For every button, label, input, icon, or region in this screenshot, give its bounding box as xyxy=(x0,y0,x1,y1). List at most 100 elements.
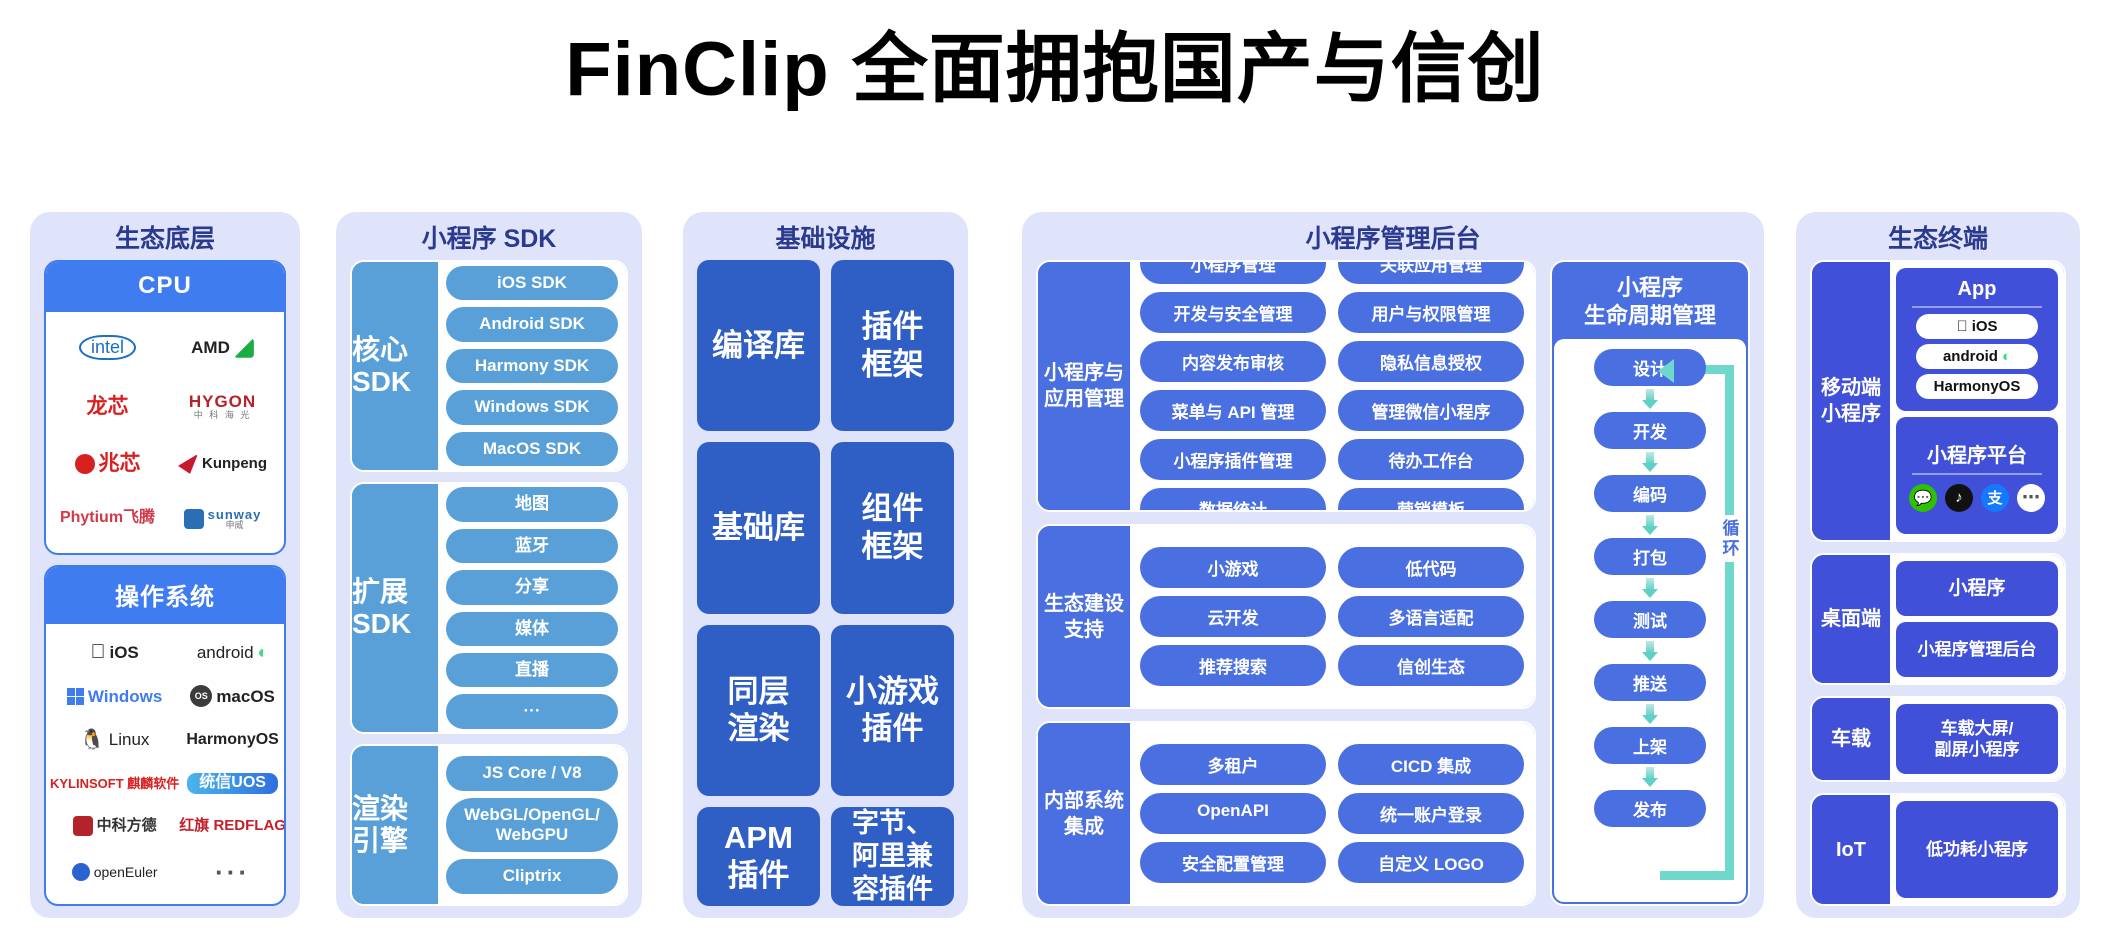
sdk-pill-webgl[interactable]: WebGL/OpenGL/ WebGPU xyxy=(446,797,618,853)
backend-pill-miniprogram-mgmt[interactable]: 小程序管理 xyxy=(1140,262,1326,284)
infra-cell-minigame-plugin[interactable]: 小游戏 插件 xyxy=(831,624,954,797)
sdk-pill-bluetooth[interactable]: 蓝牙 xyxy=(446,528,618,564)
sdk-pill-media[interactable]: 媒体 xyxy=(446,611,618,646)
column-title-backend: 小程序管理后台 xyxy=(1305,225,1481,253)
zhaoxin-mark-icon xyxy=(74,453,95,474)
backend-pill-wechat-mp-mgmt[interactable]: 管理微信小程序 xyxy=(1338,390,1524,431)
backend-pill-plugin-mgmt[interactable]: 小程序插件管理 xyxy=(1140,439,1326,480)
logo-sunway-textwrap: sunway 申威 xyxy=(208,508,262,530)
infra-cell-compiler[interactable]: 编译库 xyxy=(697,260,820,432)
windows-icon xyxy=(66,687,84,705)
backend-pill-custom-logo[interactable]: 自定义 LOGO xyxy=(1338,842,1524,883)
lifecycle-arrow-icon-1 xyxy=(1642,389,1658,409)
sdk-pill-windows[interactable]: Windows SDK xyxy=(446,390,618,425)
terminal-label-mobile: 移动端 小程序 xyxy=(1812,262,1890,540)
backend-pill-multilang[interactable]: 多语言适配 xyxy=(1338,596,1524,637)
lifecycle-step-publish-shelf[interactable]: 上架 xyxy=(1594,727,1706,764)
lifecycle-step-design[interactable]: 设计 xyxy=(1594,349,1706,386)
apple-icon:  xyxy=(1956,318,1967,335)
terminal-chip-ios[interactable]:  iOS xyxy=(1916,314,2038,339)
sdk-pill-ios[interactable]: iOS SDK xyxy=(446,266,618,301)
sdk-pill-map[interactable]: 地图 xyxy=(446,487,618,522)
backend-block-app-management: 小程序与 应用管理 小程序管理 关联应用管理 开发与安全管理 用户与权限管理 内… xyxy=(1036,260,1536,512)
lifecycle-step-test[interactable]: 测试 xyxy=(1594,601,1706,638)
backend-block-internal-integration: 内部系统 集成 多租户 CICD 集成 OpenAPI 统一账户登录 安全配置管… xyxy=(1036,721,1536,906)
logo-linux: 🐧 Linux xyxy=(80,729,150,751)
sdk-pill-live[interactable]: 直播 xyxy=(446,652,618,688)
sdk-pill-jscore[interactable]: JS Core / V8 xyxy=(446,756,618,791)
terminal-chip-harmonyos[interactable]: HarmonyOS xyxy=(1916,374,2038,399)
android-robot-icon: ◐ xyxy=(2001,348,2012,365)
lifecycle-step-release[interactable]: 发布 xyxy=(1594,790,1706,827)
card-head-cpu: CPU xyxy=(46,262,284,312)
backend-pill-user-permission-mgmt[interactable]: 用户与权限管理 xyxy=(1338,292,1524,333)
sdk-pill-more[interactable]: ··· xyxy=(446,694,618,729)
backend-pill-related-app-mgmt[interactable]: 关联应用管理 xyxy=(1338,262,1524,284)
backend-pill-sso[interactable]: 统一账户登录 xyxy=(1338,793,1524,834)
backend-pill-privacy-auth[interactable]: 隐私信息授权 xyxy=(1338,341,1524,382)
backend-pill-multitenant[interactable]: 多租户 xyxy=(1140,744,1326,785)
terminal-card-title-app: App xyxy=(1957,278,1997,300)
backend-pill-dev-security-mgmt[interactable]: 开发与安全管理 xyxy=(1140,292,1326,333)
logo-openeuler: openEuler xyxy=(71,863,158,882)
backend-label-app-management: 小程序与 应用管理 xyxy=(1038,262,1130,510)
page-title: FinClip 全面拥抱国产与信创 xyxy=(565,27,1545,112)
backend-pill-content-review[interactable]: 内容发布审核 xyxy=(1140,341,1326,382)
sdk-pill-macos[interactable]: MacOS SDK xyxy=(446,431,618,466)
backend-pill-minigame[interactable]: 小游戏 xyxy=(1140,547,1326,588)
backend-block-eco-support: 生态建设 支持 小游戏 低代码 云开发 多语言适配 推荐搜索 信创生态 xyxy=(1036,524,1536,709)
infra-cell-plugin-framework[interactable]: 插件 框架 xyxy=(831,260,954,432)
sdk-pill-android[interactable]: Android SDK xyxy=(446,307,618,342)
column-title-sdk: 小程序 SDK xyxy=(421,225,557,253)
backend-pill-xinchuang-eco[interactable]: 信创生态 xyxy=(1338,645,1524,686)
terminal-card-iot-mp[interactable]: 低功耗小程序 xyxy=(1896,801,2058,898)
apple-icon:  xyxy=(90,642,105,663)
logo-ios-text: iOS xyxy=(101,641,138,661)
lifecycle-step-code[interactable]: 编码 xyxy=(1594,475,1706,512)
sdk-pill-cliptrix[interactable]: Cliptrix xyxy=(446,859,618,894)
terminal-items-automotive: 车载大屏/ 副屏小程序 xyxy=(1890,698,2064,780)
terminal-card-desktop-mp[interactable]: 小程序 xyxy=(1896,561,2058,616)
backend-label-internal-integration: 内部系统 集成 xyxy=(1038,723,1130,904)
backend-pill-security-config[interactable]: 安全配置管理 xyxy=(1140,842,1326,883)
backend-pill-cicd[interactable]: CICD 集成 xyxy=(1338,744,1524,785)
logo-hygon: HYGON 中 科 海 光 xyxy=(189,393,256,420)
terminal-chip-harmonyos-label: HarmonyOS xyxy=(1933,378,2021,395)
backend-pill-lowcode[interactable]: 低代码 xyxy=(1338,547,1524,588)
infra-cell-apm-plugin[interactable]: APM 插件 xyxy=(697,807,820,906)
logo-zhaoxin: 兆芯 xyxy=(74,452,141,475)
wechat-icon[interactable]: 💬 xyxy=(1909,483,1937,512)
lifecycle-arrow-icon-5 xyxy=(1642,641,1658,661)
terminal-chip-android[interactable]: android ◐ xyxy=(1916,344,2038,369)
more-icon[interactable]: ⋯ xyxy=(2017,483,2045,512)
backend-pill-recommend-search[interactable]: 推荐搜索 xyxy=(1140,645,1326,686)
sdk-label-render: 渲染 引擎 xyxy=(352,746,438,904)
lifecycle-step-develop[interactable]: 开发 xyxy=(1594,412,1706,449)
lifecycle-step-push[interactable]: 推送 xyxy=(1594,664,1706,701)
kunpeng-mark-icon xyxy=(178,453,198,474)
terminal-items-iot: 低功耗小程序 xyxy=(1890,795,2064,904)
lifecycle-arrow-icon-4 xyxy=(1642,578,1658,598)
alipay-icon[interactable]: 支 xyxy=(1981,483,2009,512)
terminal-card-desktop-admin[interactable]: 小程序管理后台 xyxy=(1896,622,2058,677)
lifecycle-panel: 小程序 生命周期管理 循环 设计 开发 编码 打包 xyxy=(1550,260,1750,906)
sdk-pill-share[interactable]: 分享 xyxy=(446,570,618,605)
card-cpu: CPU intel AMD 龙芯 HYGON 中 科 海 光 兆芯 xyxy=(44,260,286,555)
backend-pill-data-stats[interactable]: 数据统计 xyxy=(1140,488,1326,510)
backend-pill-openapi[interactable]: OpenAPI xyxy=(1140,793,1326,834)
logo-android: android ◐ xyxy=(197,643,269,662)
backend-pill-todo-workbench[interactable]: 待办工作台 xyxy=(1338,439,1524,480)
lifecycle-step-package[interactable]: 打包 xyxy=(1594,538,1706,575)
infra-cell-component-framework[interactable]: 组件 框架 xyxy=(831,442,954,614)
backend-pill-cloud-dev[interactable]: 云开发 xyxy=(1140,596,1326,637)
sdk-pill-harmony[interactable]: Harmony SDK xyxy=(446,348,618,384)
terminal-card-app: App  iOS android ◐ HarmonyOS xyxy=(1896,268,2058,411)
logo-ios:  iOS xyxy=(90,642,138,663)
backend-pill-marketing-template[interactable]: 营销模板 xyxy=(1338,488,1524,510)
terminal-card-automotive-mp[interactable]: 车载大屏/ 副屏小程序 xyxy=(1896,704,2058,774)
tiktok-icon[interactable]: ♪ xyxy=(1945,483,1973,512)
infra-cell-base-lib[interactable]: 基础库 xyxy=(697,442,820,614)
backend-pill-menu-api-mgmt[interactable]: 菜单与 API 管理 xyxy=(1140,390,1326,431)
infra-cell-same-layer-render[interactable]: 同层 渲染 xyxy=(697,624,820,797)
infra-cell-compat-plugin[interactable]: 字节、 阿里兼 容插件 xyxy=(831,807,954,906)
